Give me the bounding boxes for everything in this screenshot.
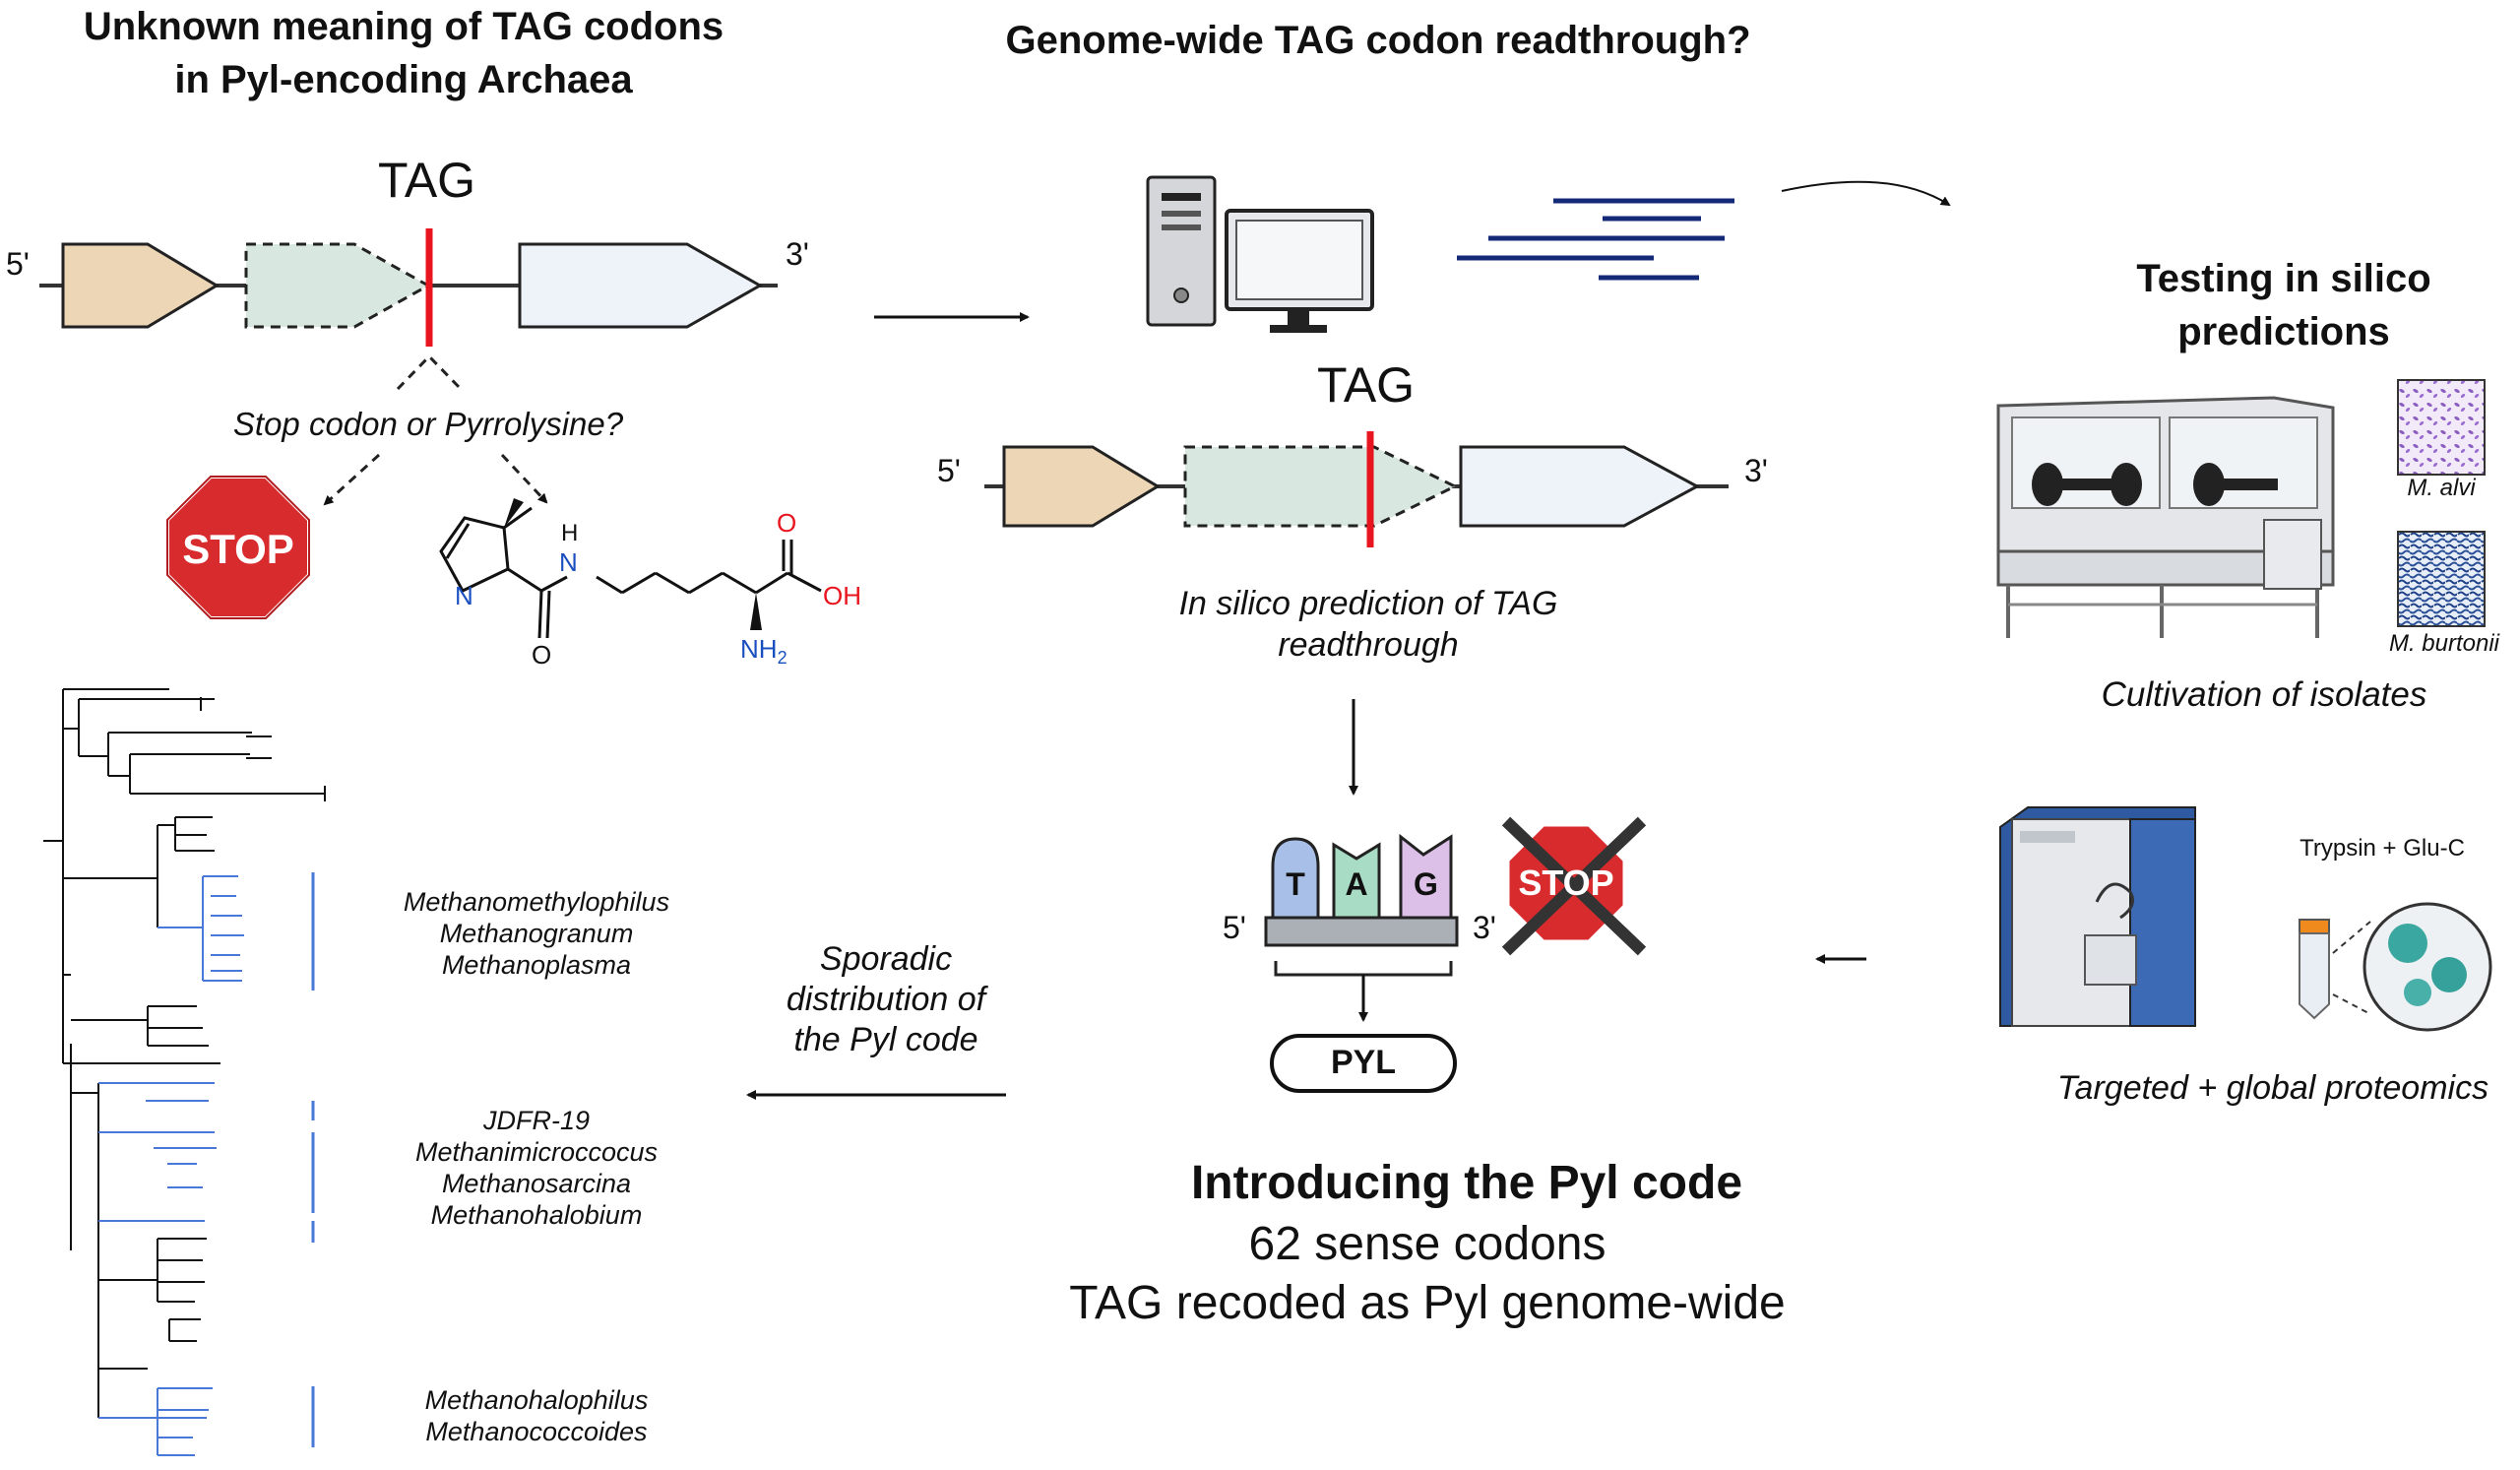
left-five-prime: 5' [6, 246, 30, 282]
atom-nh2-main: NH [740, 634, 778, 664]
codon-t-block [1271, 837, 1320, 931]
atom-n-amide: N [559, 547, 578, 577]
protein-zoom-icon [2332, 902, 2492, 1032]
pyrrolysine-molecule [439, 498, 822, 639]
right-title-line2: predictions [2177, 310, 2390, 353]
arrow-to-stop [323, 453, 381, 506]
isolate-burtonii-label: M. burtonii [2388, 630, 2500, 657]
clade-label-group-1: Methanomethylophilus Methanogranum Metha… [374, 886, 699, 981]
clade-2-taxon-1: JDFR-19 [482, 1106, 590, 1135]
isolate-alvi-image [2397, 379, 2486, 476]
codon-letter-a: A [1345, 866, 1368, 902]
gene-downstream [518, 242, 764, 329]
conclusion-title: Introducing the Pyl code [1190, 1157, 1743, 1209]
atom-oh: OH [823, 581, 861, 610]
isolate-burtonii-image [2397, 531, 2486, 627]
conclusion-line1: 62 sense codons [1248, 1218, 1606, 1270]
atom-o-amide: O [532, 640, 552, 670]
stop-or-pyl-question: Stop codon or Pyrrolysine? [232, 406, 624, 442]
middle-panel-title: Genome-wide TAG codon readthrough? [1005, 19, 1751, 62]
clade-2-taxon-3: Methanosarcina [441, 1169, 632, 1198]
left-gene-diagram [39, 228, 778, 506]
arrow-to-pyrrolysine [500, 453, 548, 504]
left-panel-title: Unknown meaning of TAG codons in Pyl-enc… [49, 0, 758, 106]
stop-sign-icon [165, 475, 311, 620]
clade-2-taxon-2: Methanimicroccocus [414, 1137, 659, 1167]
left-title-line2: in Pyl-encoding Archaea [174, 58, 633, 101]
curved-arrow-to-testing [1781, 180, 1951, 207]
prediction-line2: readthrough [1278, 626, 1459, 664]
gene-upstream [61, 242, 220, 329]
clade-1-taxon-3: Methanoplasma [441, 950, 632, 980]
phylogenetic-tree [43, 688, 326, 1456]
atom-o-carboxyl: O [777, 508, 797, 538]
codon-recognition-icon [1264, 833, 1459, 1093]
atom-nh2: NH2 [740, 634, 788, 669]
codon-letter-t: T [1286, 866, 1305, 902]
glovebox-icon [1996, 396, 2335, 638]
left-three-prime: 3' [786, 236, 809, 272]
sequence-reads-icon [1457, 198, 1734, 281]
clade-2-taxon-4: Methanohalobium [430, 1200, 643, 1230]
stop-sign-label: STOP [182, 526, 294, 572]
clade-3-taxon-1: Methanohalophilus [424, 1385, 649, 1415]
trna-five-prime: 5' [1223, 910, 1246, 945]
pyl-pill [1270, 1034, 1457, 1093]
trna-three-prime: 3' [1473, 910, 1496, 945]
sporadic-line2: distribution of [786, 981, 986, 1018]
prediction-line1: In silico prediction of TAG [1178, 585, 1558, 622]
middle-gene-diagram [984, 431, 1729, 547]
clade-3-taxon-2: Methanococcoides [425, 1417, 648, 1446]
crossed-stop-label: STOP [1518, 863, 1614, 903]
mass-spectrometer-icon [1999, 806, 2196, 1027]
sporadic-line3: the Pyl code [793, 1021, 978, 1058]
right-title-line1: Testing in silico [2136, 257, 2431, 300]
atom-nh2-subscript: 2 [777, 648, 788, 669]
clade-1-taxon-1: Methanomethylophilus [403, 887, 670, 917]
isolate-alvi-label: M. alvi [2407, 475, 2476, 501]
prediction-caption: In silico prediction of TAG readthrough [1083, 583, 1654, 666]
atom-n-ring: N [455, 581, 473, 610]
sporadic-caption: Sporadic distribution of the Pyl code [748, 939, 1024, 1060]
middle-three-prime: 3' [1744, 453, 1768, 488]
conclusion-line2: TAG recoded as Pyl genome-wide [1069, 1277, 1786, 1329]
clade-1-taxon-2: Methanogranum [439, 919, 634, 948]
left-title-line1: Unknown meaning of TAG codons [83, 5, 724, 48]
mrna-bar [1264, 916, 1459, 947]
proteomics-caption: Targeted + global proteomics [2056, 1069, 2489, 1107]
clade-label-group-3: Methanohalophilus Methanococcoides [374, 1384, 699, 1447]
dashed-fork [396, 353, 463, 391]
crossed-stop-icon [1501, 816, 1647, 956]
right-panel-title: Testing in silico predictions [2057, 252, 2510, 358]
computer-icon [1146, 175, 1374, 333]
middle-five-prime: 5' [937, 453, 961, 488]
middle-tag-label: TAG [1317, 357, 1416, 413]
sample-tube-icon [2299, 919, 2330, 1020]
clade-label-group-2: JDFR-19 Methanimicroccocus Methanosarcin… [374, 1105, 699, 1231]
gene-readthrough-dashed [244, 242, 432, 329]
codon-letter-g: G [1414, 866, 1438, 902]
atom-h-amide: H [561, 520, 579, 546]
pyl-label: PYL [1330, 1044, 1397, 1081]
enzymes-label: Trypsin + Glu-C [2300, 835, 2465, 862]
cultivation-caption: Cultivation of isolates [2101, 675, 2427, 714]
sporadic-line1: Sporadic [819, 940, 953, 978]
left-tag-label: TAG [378, 153, 476, 208]
